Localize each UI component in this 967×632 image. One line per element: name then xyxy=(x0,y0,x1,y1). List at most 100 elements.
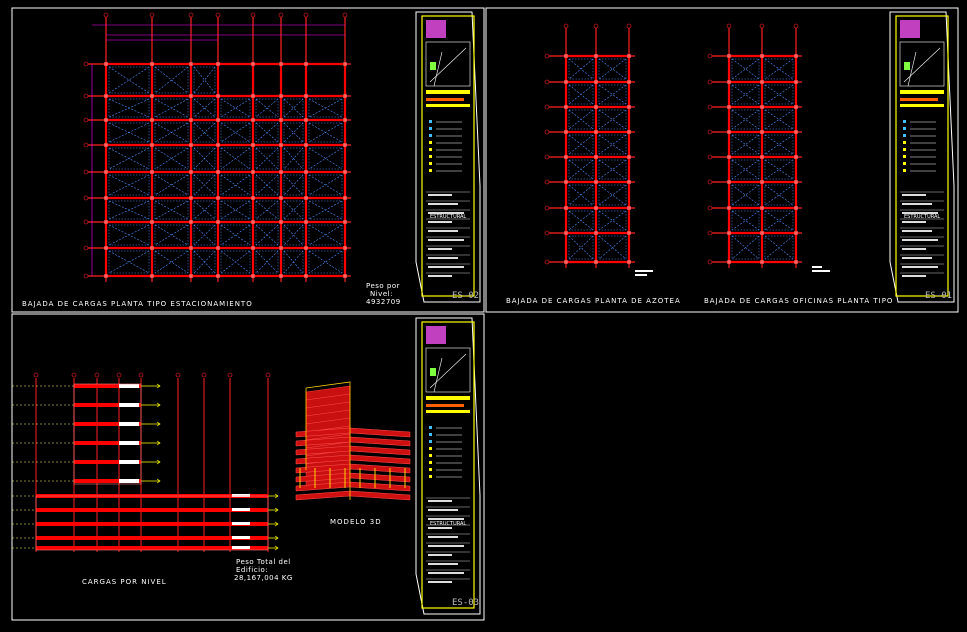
slab-panel xyxy=(255,98,279,118)
column xyxy=(794,130,798,134)
column xyxy=(794,105,798,109)
tb-band xyxy=(426,396,470,400)
axis-bubble xyxy=(94,372,100,378)
slab-outline xyxy=(255,147,279,170)
slab-outline xyxy=(255,122,279,143)
sheet-es02-note-label-2: Nivel: xyxy=(370,290,393,298)
column xyxy=(760,80,764,84)
floor-slab xyxy=(36,536,268,540)
axis-bubble xyxy=(544,259,550,265)
tb-legend-swatch xyxy=(903,134,906,137)
axis-bubble xyxy=(116,372,122,378)
slab-panel xyxy=(220,98,251,118)
tb-legend-swatch xyxy=(429,120,432,123)
floor-slab xyxy=(36,546,268,550)
tb-row-text xyxy=(902,212,938,214)
sheet-number-es01: ES-01 xyxy=(925,291,953,301)
load-arrow xyxy=(268,521,279,527)
slab-panel xyxy=(255,147,279,170)
column xyxy=(104,170,108,174)
axis-bubble xyxy=(33,372,39,378)
slab-panel xyxy=(255,122,279,143)
sheet-es01-title-right: BAJADA DE CARGAS OFICINAS PLANTA TIPO xyxy=(704,297,894,305)
column xyxy=(251,196,255,200)
slab-outline xyxy=(764,235,794,260)
tb-inner xyxy=(421,321,475,609)
axis-bubble xyxy=(83,93,89,99)
column xyxy=(304,118,308,122)
tb-row-text xyxy=(428,203,458,205)
axis-bubble xyxy=(707,79,713,85)
column xyxy=(727,155,731,159)
tb-legend-swatch xyxy=(903,127,906,130)
slab-panel xyxy=(283,224,304,246)
axis-bubble xyxy=(175,372,181,378)
column xyxy=(304,62,308,66)
column xyxy=(343,220,347,224)
column xyxy=(216,274,220,278)
tb-legend-swatch xyxy=(429,433,432,436)
axis-bubble xyxy=(707,129,713,135)
tb-legend-swatch xyxy=(429,148,432,151)
slab-outline xyxy=(568,159,594,180)
column xyxy=(794,180,798,184)
slab-outline xyxy=(283,174,304,196)
slab-outline xyxy=(568,184,594,206)
tb-row-text xyxy=(428,581,452,583)
column xyxy=(279,143,283,147)
slab-outline xyxy=(154,66,189,94)
slab-panel xyxy=(598,159,627,180)
column xyxy=(216,118,220,122)
load-tag xyxy=(119,479,139,483)
tb-map-site xyxy=(430,368,436,376)
axis-bubble xyxy=(544,205,550,211)
column xyxy=(104,196,108,200)
tb-row-text xyxy=(428,212,464,214)
slab-outline xyxy=(568,58,594,80)
axis-bubble xyxy=(83,245,89,251)
axis-bubble xyxy=(544,104,550,110)
tb-legend-swatch xyxy=(429,468,432,471)
tb-band xyxy=(426,404,464,407)
column xyxy=(794,155,798,159)
slab-panel xyxy=(308,147,343,170)
load-arrow xyxy=(141,402,161,408)
tb-legend-swatch xyxy=(429,461,432,464)
axis-bubble xyxy=(138,372,144,378)
tb-band xyxy=(426,98,464,101)
column xyxy=(150,196,154,200)
column xyxy=(343,170,347,174)
load-arrow xyxy=(141,459,161,465)
axis-bubble xyxy=(544,53,550,59)
tb-legend-swatch xyxy=(429,134,432,137)
slab-outline xyxy=(108,250,150,274)
slab-outline xyxy=(255,250,279,274)
slab-outline xyxy=(154,224,189,246)
column xyxy=(251,143,255,147)
tb-legend-swatch xyxy=(429,454,432,457)
column xyxy=(727,260,731,264)
axis-bubble xyxy=(83,169,89,175)
slab-outline xyxy=(308,174,343,196)
slab-panel xyxy=(731,58,760,80)
slab-outline xyxy=(731,84,760,105)
floor-slab xyxy=(74,441,141,445)
tb-band xyxy=(900,98,938,101)
tb-row-text xyxy=(902,230,932,232)
slab-panel xyxy=(308,200,343,220)
tb-legend-swatch xyxy=(903,169,906,172)
slab-panel xyxy=(154,98,189,118)
slab-outline xyxy=(598,210,627,231)
slab-outline xyxy=(598,235,627,260)
slab-panel xyxy=(220,250,251,274)
sheet-number-es02: ES-02 xyxy=(452,291,480,301)
load-arrow xyxy=(268,545,279,551)
title-block-section-es02: ESTRUCTURAL xyxy=(430,214,467,220)
slab-panel xyxy=(108,250,150,274)
tb-legend-swatch xyxy=(429,426,432,429)
column xyxy=(760,130,764,134)
slab-panel xyxy=(731,109,760,130)
model-slab xyxy=(295,490,411,501)
column xyxy=(279,94,283,98)
